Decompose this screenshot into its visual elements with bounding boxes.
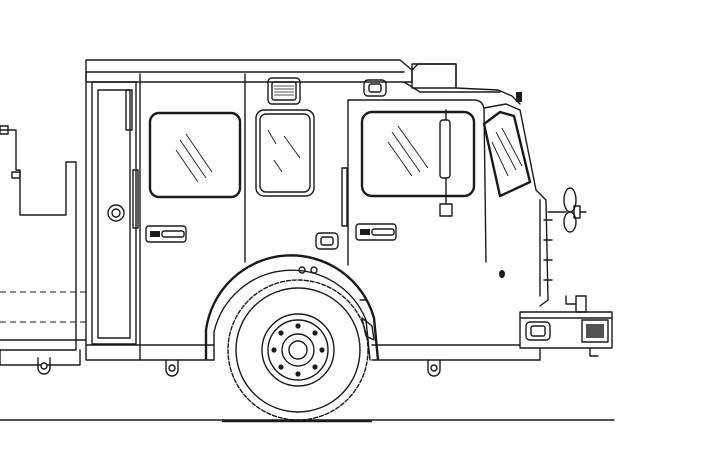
front-cab-door: [341, 79, 487, 263]
front-bumper: [519, 295, 613, 361]
center-panel: [255, 77, 349, 266]
ground-line: [0, 419, 615, 423]
side-mirror: [439, 109, 453, 217]
rear-door-handle: [145, 225, 187, 243]
cab-front: [403, 63, 553, 307]
center-window-glass-glare: [267, 129, 301, 173]
rear-step-light: [37, 357, 51, 375]
bumper-grille: [581, 319, 609, 343]
bumper-marker-light: [525, 321, 551, 341]
cab-body: [85, 59, 541, 361]
rear-compartment-door: [91, 81, 137, 345]
cab-step-lights: [165, 359, 441, 377]
upper-vent-grille: [267, 77, 301, 105]
front-door-glass-glare: [387, 125, 429, 177]
roof-marker-light: [363, 79, 387, 97]
wheel-lug-nuts: [271, 323, 325, 377]
front-door-handle: [355, 223, 397, 241]
rear-crew-door: [132, 73, 246, 361]
rear-body: [0, 125, 87, 375]
center-marker-light: [315, 232, 339, 250]
rear-door-glass-glare: [175, 133, 213, 183]
fender-bracket: [361, 317, 375, 341]
front-air-horn: [547, 187, 587, 233]
front-wheel: [227, 279, 369, 421]
front-fender: [204, 254, 380, 361]
windshield-glass-glare: [491, 127, 523, 177]
